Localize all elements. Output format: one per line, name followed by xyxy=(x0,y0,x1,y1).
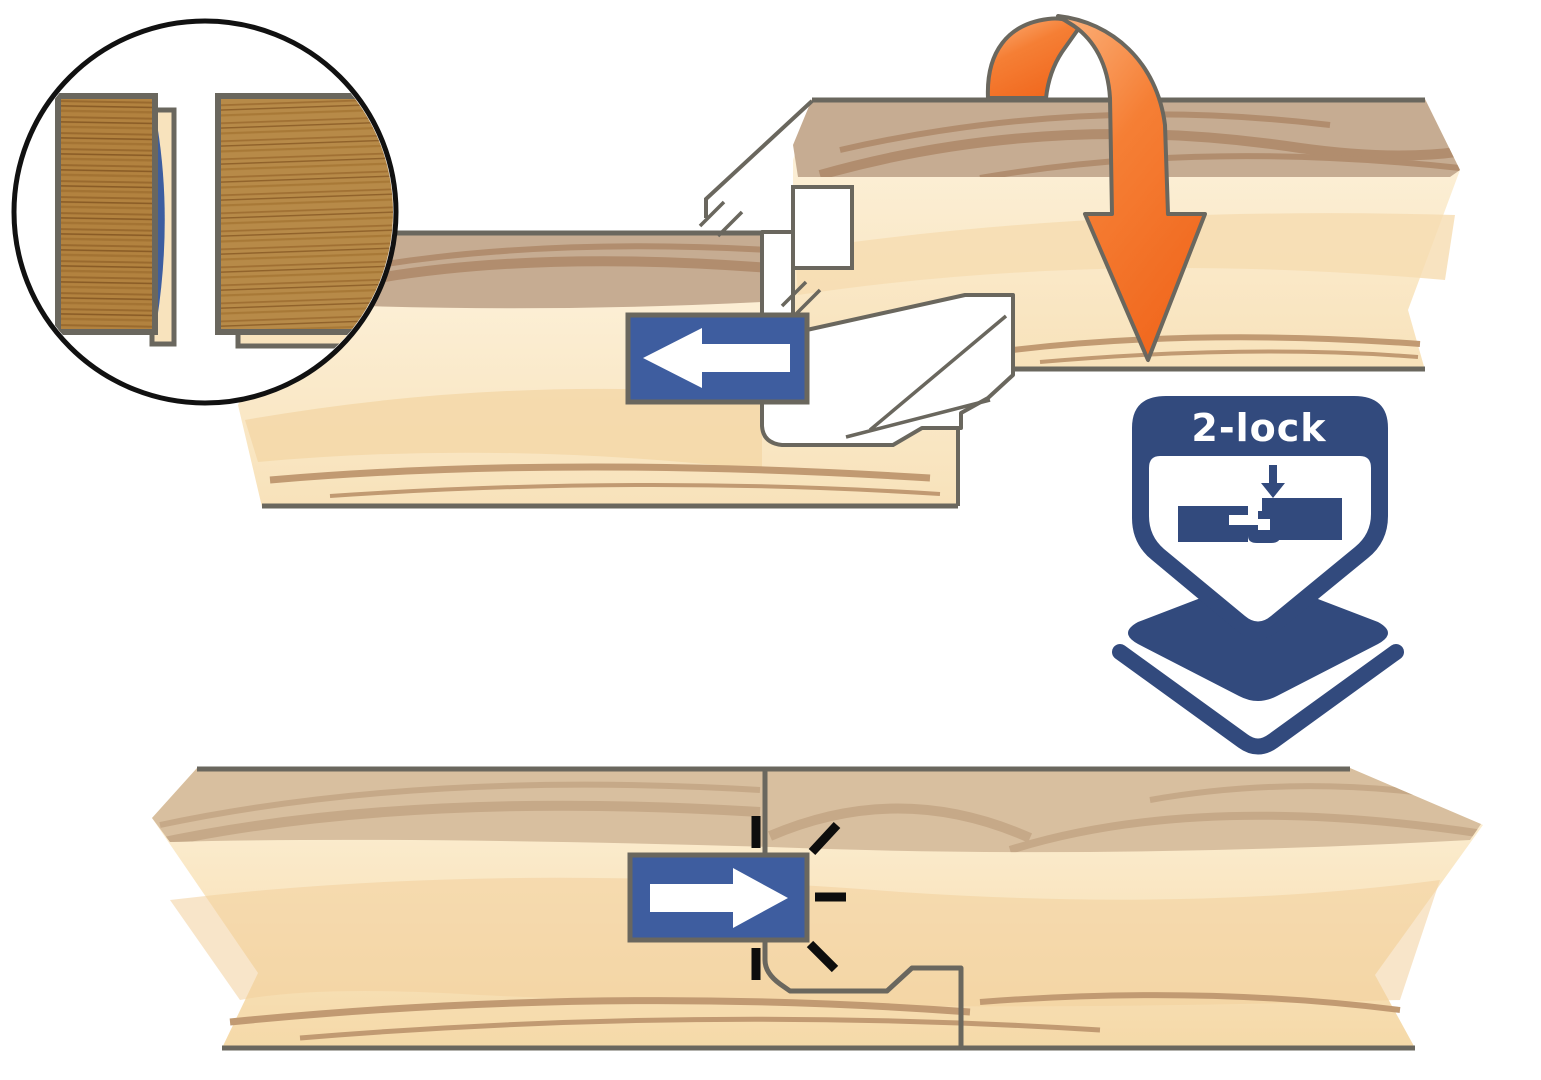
fold-down-orange-arrow-icon xyxy=(985,14,1207,362)
joint-cavity xyxy=(760,230,1015,447)
interlock-arrow-shaft xyxy=(1269,465,1277,483)
middle-plank-body-wave xyxy=(245,388,762,470)
wood-planks-joined-bottom xyxy=(152,766,1483,1051)
middle-plank-top-layer xyxy=(286,232,762,309)
hatch-lines xyxy=(698,200,1008,439)
middle-plank-streaks xyxy=(269,463,941,498)
badge-label: 2-lock xyxy=(1191,406,1326,450)
joint-notch xyxy=(791,185,854,270)
upper-plank-streaks xyxy=(1012,334,1421,364)
fold-arrow-front-band-and-head xyxy=(1056,14,1207,362)
panel-swoosh xyxy=(1112,644,1404,755)
bottom-plank-streaks xyxy=(229,992,1401,1041)
chamfer-edge-line xyxy=(704,99,814,218)
groove-outline xyxy=(762,940,964,1046)
interlock-right-plank xyxy=(1258,498,1342,540)
inset-left-wood-block xyxy=(55,93,158,335)
interlock-profile-icon xyxy=(1178,465,1342,543)
slide-left-arrow-icon xyxy=(643,328,790,388)
slide-left-indicator xyxy=(625,312,810,405)
inset-right-wood-block xyxy=(215,93,393,335)
2lock-shield-badge: 2-lock xyxy=(1132,396,1388,639)
fold-arrow-back-band xyxy=(985,16,1081,100)
joint-profile xyxy=(625,99,1015,447)
upper-top-layer-grain xyxy=(818,111,1460,177)
interlock-arrow-head xyxy=(1261,483,1285,498)
joint-closeup-inset xyxy=(11,18,399,406)
slide-right-indicator xyxy=(627,852,810,943)
interlock-slot-cut xyxy=(1229,515,1258,525)
slide-right-arrow-icon xyxy=(650,868,788,928)
click-burst-icon xyxy=(751,816,846,980)
